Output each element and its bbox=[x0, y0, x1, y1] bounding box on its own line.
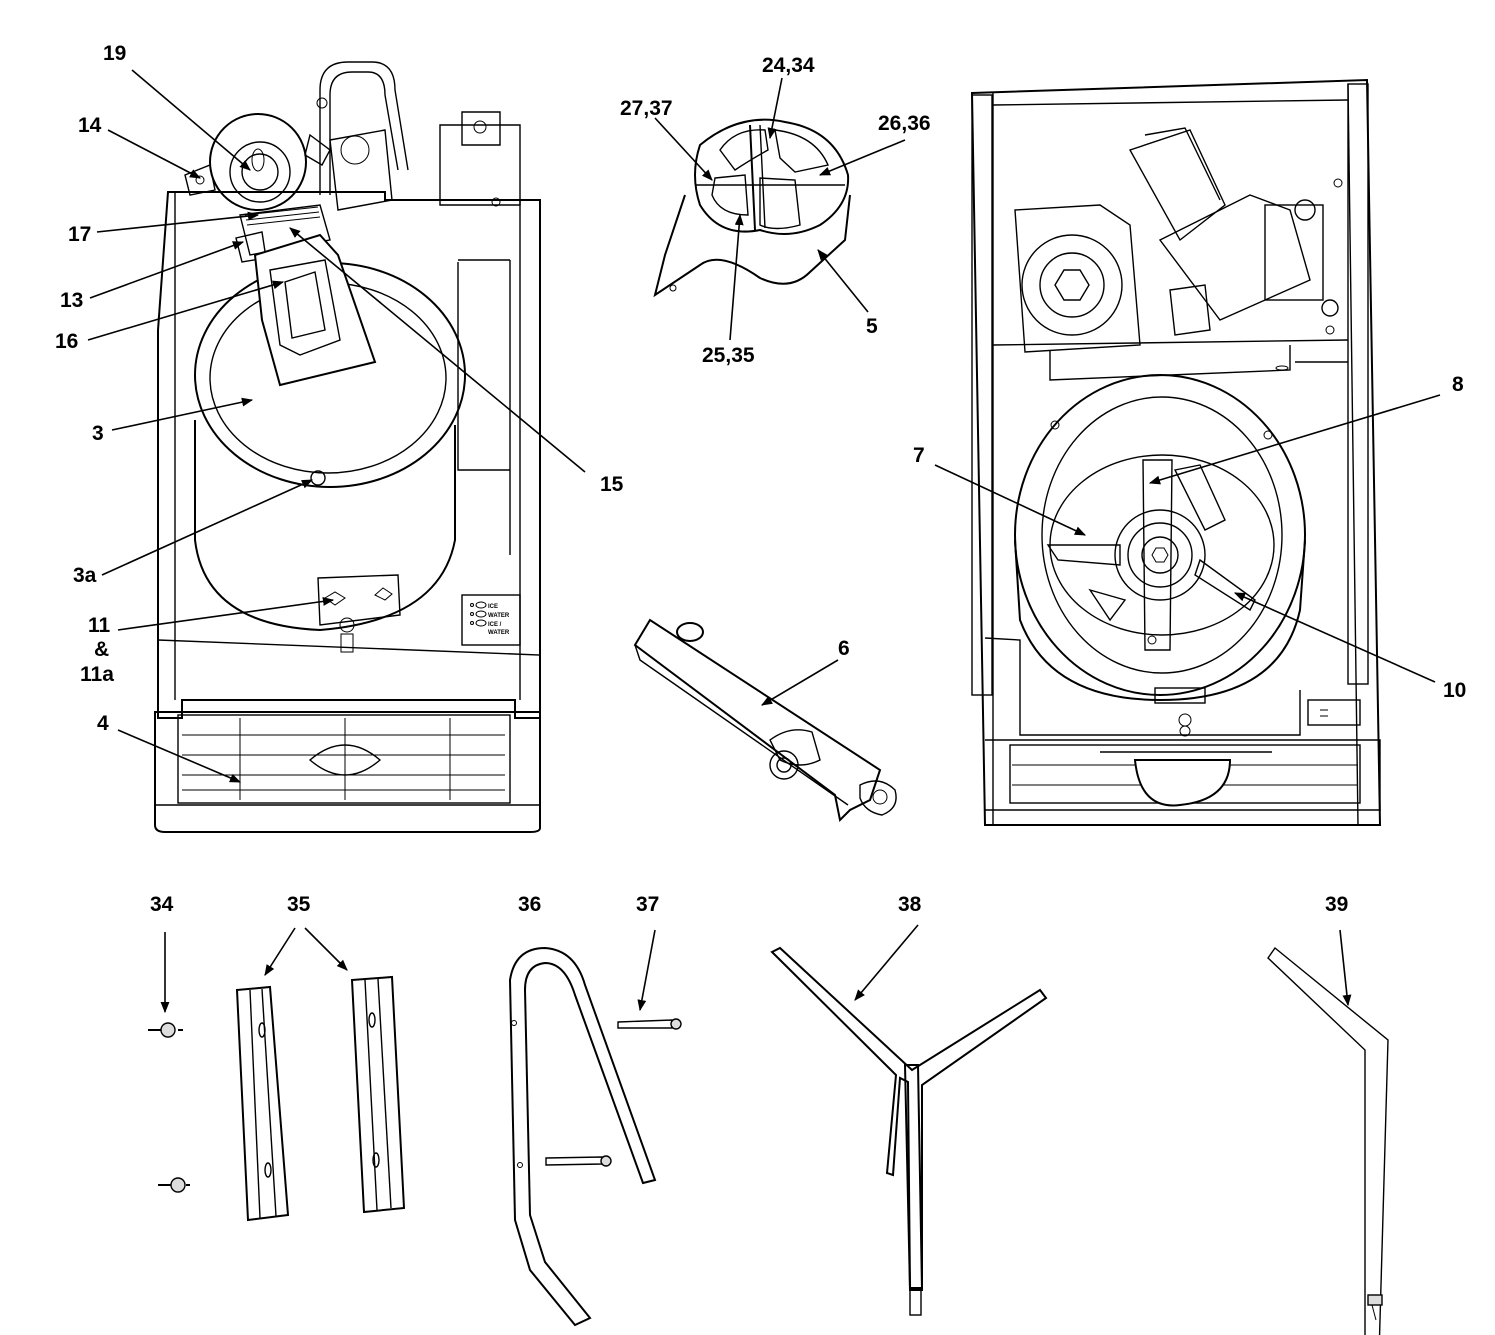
channel-strip-part bbox=[235, 975, 406, 1222]
mounting-bar-part bbox=[633, 618, 897, 823]
callout-35: 35 bbox=[287, 893, 311, 916]
callout-14: 14 bbox=[78, 114, 102, 137]
pin-part bbox=[545, 1018, 682, 1167]
callout-13: 13 bbox=[60, 289, 83, 312]
callout-16: 16 bbox=[55, 330, 78, 353]
callout-39: 39 bbox=[1325, 893, 1348, 916]
callout-17: 17 bbox=[68, 223, 91, 246]
callout-27-37: 27,37 bbox=[620, 97, 673, 120]
panel-label-water: WATER bbox=[488, 613, 510, 619]
callout-36: 36 bbox=[518, 893, 541, 916]
callout-8: 8 bbox=[1452, 373, 1464, 396]
callout-labels: 19 14 17 13 16 3 3a 15 11 & 11a 4 24,34 … bbox=[55, 42, 1466, 916]
callout-6: 6 bbox=[838, 637, 850, 660]
callout-15: 15 bbox=[600, 473, 624, 496]
callout-34: 34 bbox=[150, 893, 174, 916]
callout-25-35: 25,35 bbox=[702, 344, 755, 367]
right-unit-assembly bbox=[970, 78, 1382, 826]
callout-24-34: 24,34 bbox=[762, 54, 815, 77]
leader-lines bbox=[87, 69, 1441, 1014]
callout-38: 38 bbox=[898, 893, 922, 916]
callout-11a: 11a bbox=[80, 663, 114, 686]
y-tube-part bbox=[770, 946, 1048, 1316]
callout-ampersand: & bbox=[94, 638, 109, 661]
callout-26-36: 26,36 bbox=[878, 112, 931, 135]
callout-10: 10 bbox=[1443, 679, 1466, 702]
bent-tube-part bbox=[1267, 946, 1389, 1335]
callout-3: 3 bbox=[92, 422, 104, 445]
callout-3a: 3a bbox=[73, 564, 97, 587]
auger-basket-part bbox=[653, 118, 851, 298]
hairpin-rod-part bbox=[508, 946, 657, 1327]
callout-4: 4 bbox=[97, 712, 109, 735]
callout-37: 37 bbox=[636, 893, 659, 916]
callout-7: 7 bbox=[913, 444, 925, 467]
callout-19: 19 bbox=[103, 42, 126, 65]
wing-bolt-part bbox=[148, 1022, 190, 1193]
callout-5: 5 bbox=[866, 315, 878, 338]
left-unit-assembly: ICE WATER ICE / WATER bbox=[154, 61, 541, 833]
callout-11: 11 bbox=[88, 614, 111, 637]
panel-label-ice-water-1: ICE / bbox=[488, 622, 502, 628]
panel-label-ice: ICE bbox=[488, 604, 498, 610]
panel-label-ice-water-2: WATER bbox=[488, 630, 510, 636]
